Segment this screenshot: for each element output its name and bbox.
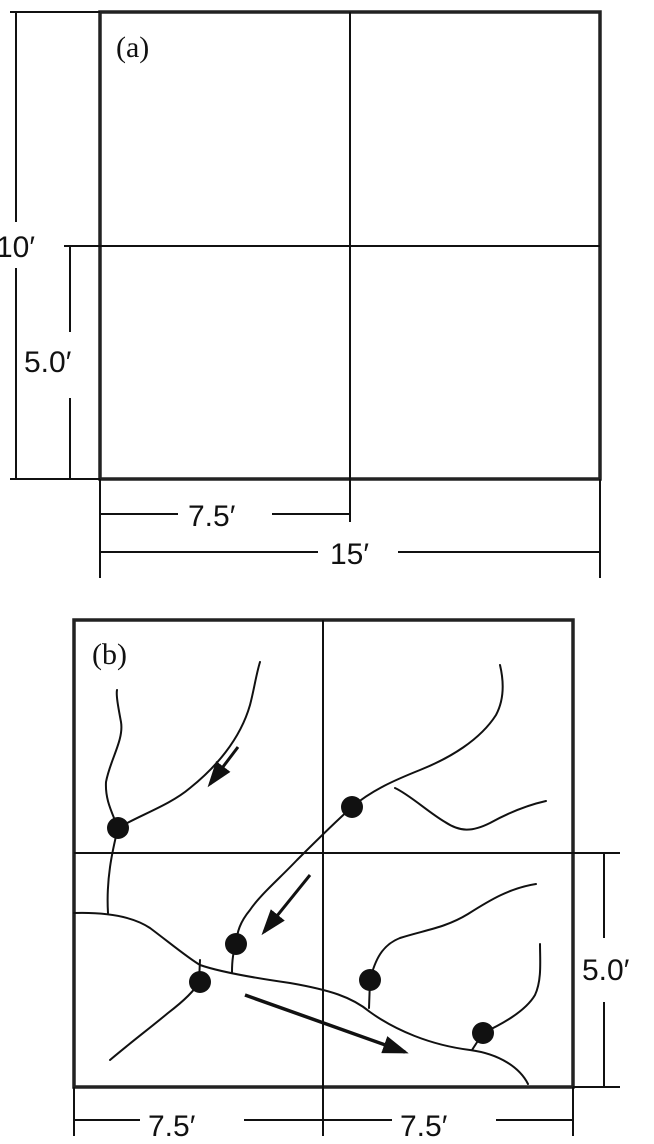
flow-arrows bbox=[207, 746, 409, 1054]
dim-bottom-outer-label: 15′ bbox=[330, 538, 369, 571]
dim-bottom-inner: 7.5′ bbox=[99, 479, 351, 578]
dim-bottom-outer: 15′ bbox=[100, 479, 601, 578]
dim-bottom-right-label: 7.5′ bbox=[400, 1110, 448, 1143]
stream-upper-right-main bbox=[351, 664, 504, 808]
stream-network bbox=[73, 661, 547, 1085]
junction-node bbox=[189, 971, 211, 993]
junction-points bbox=[107, 796, 494, 1044]
junction-node bbox=[107, 817, 129, 839]
stream-lower-left-tributary bbox=[109, 959, 201, 1061]
dim-right-label: 5.0′ bbox=[582, 954, 630, 987]
dim-bottom-left-label: 7.5′ bbox=[148, 1110, 196, 1143]
stream-lower-right-tributary bbox=[482, 943, 542, 1034]
dim-left-inner-label: 5.0′ bbox=[24, 346, 72, 379]
dim-bottom-inner-label: 7.5′ bbox=[188, 500, 236, 533]
stream-left-link bbox=[106, 827, 119, 914]
junction-node bbox=[359, 969, 381, 991]
junction-node bbox=[472, 1022, 494, 1044]
dim-left-inner: 5.0′ bbox=[24, 245, 100, 479]
stream-central-link bbox=[235, 806, 353, 945]
dim-left-outer-label: 10′ bbox=[0, 231, 35, 264]
panel-b: (b) bbox=[72, 618, 630, 1143]
stream-main-channel bbox=[73, 911, 529, 1085]
stream-upper-left-tributary bbox=[104, 689, 123, 829]
flow-arrow-center bbox=[261, 874, 312, 936]
panel-a: (a) 10′ 5.0′ 7.5′ 1 bbox=[0, 10, 602, 578]
dim-left-outer: 10′ bbox=[0, 11, 100, 480]
dim-right: 5.0′ bbox=[573, 852, 630, 1088]
dim-bottom-b: 7.5′ 7.5′ bbox=[73, 1087, 574, 1143]
stream-upper-left-main bbox=[117, 661, 261, 829]
stream-upper-right-branch bbox=[394, 787, 547, 831]
flow-arrow-upper-left bbox=[207, 746, 240, 788]
junction-node bbox=[225, 933, 247, 955]
flow-arrow-main-channel bbox=[244, 993, 409, 1054]
junction-node bbox=[341, 796, 363, 818]
stream-right-middle-tributary bbox=[369, 883, 537, 981]
panel-a-label: (a) bbox=[116, 31, 149, 64]
panel-b-label: (b) bbox=[92, 638, 127, 671]
